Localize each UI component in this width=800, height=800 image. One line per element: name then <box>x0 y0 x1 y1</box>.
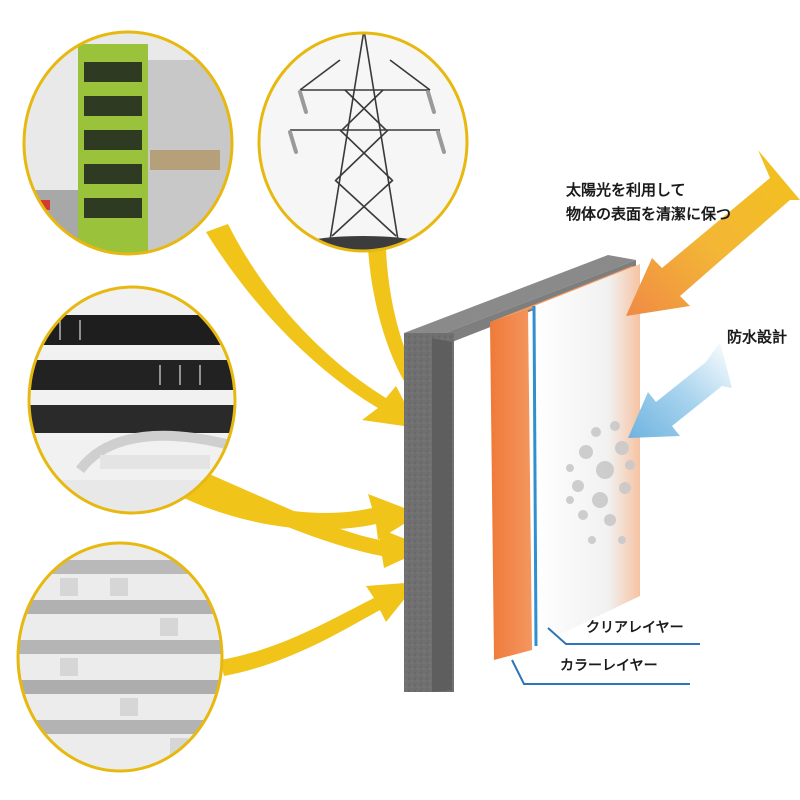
arrow-from-photo-2 <box>368 248 436 420</box>
sunlight-caption-line1: 太陽光を利用して <box>566 181 686 199</box>
waterproof-label: 防水設計 <box>727 328 788 346</box>
leader-lines <box>511 627 700 685</box>
arrow-from-photo-3 <box>184 480 420 540</box>
arrow-from-photo-4 <box>220 582 418 676</box>
photo-facade <box>16 541 224 773</box>
substrate-side <box>432 260 636 342</box>
photo-apartment <box>27 285 237 515</box>
sunlight-caption-line2: 物体の表面を清潔に保つ <box>566 205 732 223</box>
clear-layer-label: クリアレイヤー <box>586 620 684 636</box>
clear-leader <box>547 627 700 645</box>
color-layer-label: カラーレイヤー <box>560 658 658 674</box>
substrate-body <box>432 338 452 692</box>
color-leader <box>511 659 690 685</box>
arrow-from-photo-3b <box>196 470 428 568</box>
clear-layer-edge <box>532 305 538 647</box>
water-arrow <box>628 342 732 438</box>
sunlight-arrow <box>626 150 800 316</box>
photo-arrows <box>184 224 436 676</box>
photo-power-tower <box>257 31 469 253</box>
photo-green-building <box>22 30 234 256</box>
substrate-top <box>404 255 636 338</box>
layer-panel <box>404 255 640 692</box>
color-layer <box>490 310 532 660</box>
arrow-from-photo-1 <box>206 224 418 428</box>
water-beads <box>566 421 635 544</box>
sunlight-caption: 太陽光を利用して 物体の表面を清潔に保つ <box>566 178 731 226</box>
